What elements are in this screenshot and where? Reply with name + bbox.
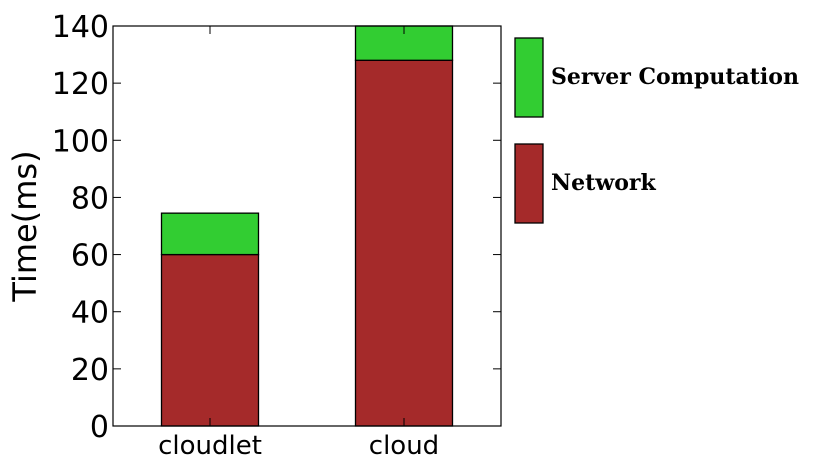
y-tick-label: 80: [71, 181, 109, 216]
legend-label-server-computation: Server Computation: [551, 64, 799, 90]
x-axis: cloudlet cloud: [158, 26, 439, 461]
y-tick-label: 0: [90, 410, 109, 445]
bar-cloud-network: [354, 59, 454, 427]
bars-group: [160, 25, 454, 427]
y-axis: 0 20 40 60 80 100 120 140: [52, 10, 501, 445]
bar-cloudlet-server-computation: [160, 212, 260, 256]
legend-label-network: Network: [551, 170, 656, 196]
x-tick-label-cloudlet: cloudlet: [158, 431, 262, 461]
bar-cloudlet-network: [160, 253, 260, 427]
y-tick-label: 120: [52, 67, 109, 102]
y-axis-title: Time(ms): [6, 150, 44, 302]
y-tick-label: 60: [71, 239, 109, 274]
legend-swatch-server-computation: [514, 37, 544, 118]
y-tick-label: 20: [71, 353, 109, 388]
legend-swatch-network: [514, 143, 544, 224]
x-tick-label-cloud: cloud: [369, 431, 439, 461]
plot-frame: [112, 25, 502, 427]
y-tick-label: 100: [52, 124, 109, 159]
y-tick-label: 40: [71, 296, 109, 331]
y-tick-label: 140: [52, 10, 109, 45]
